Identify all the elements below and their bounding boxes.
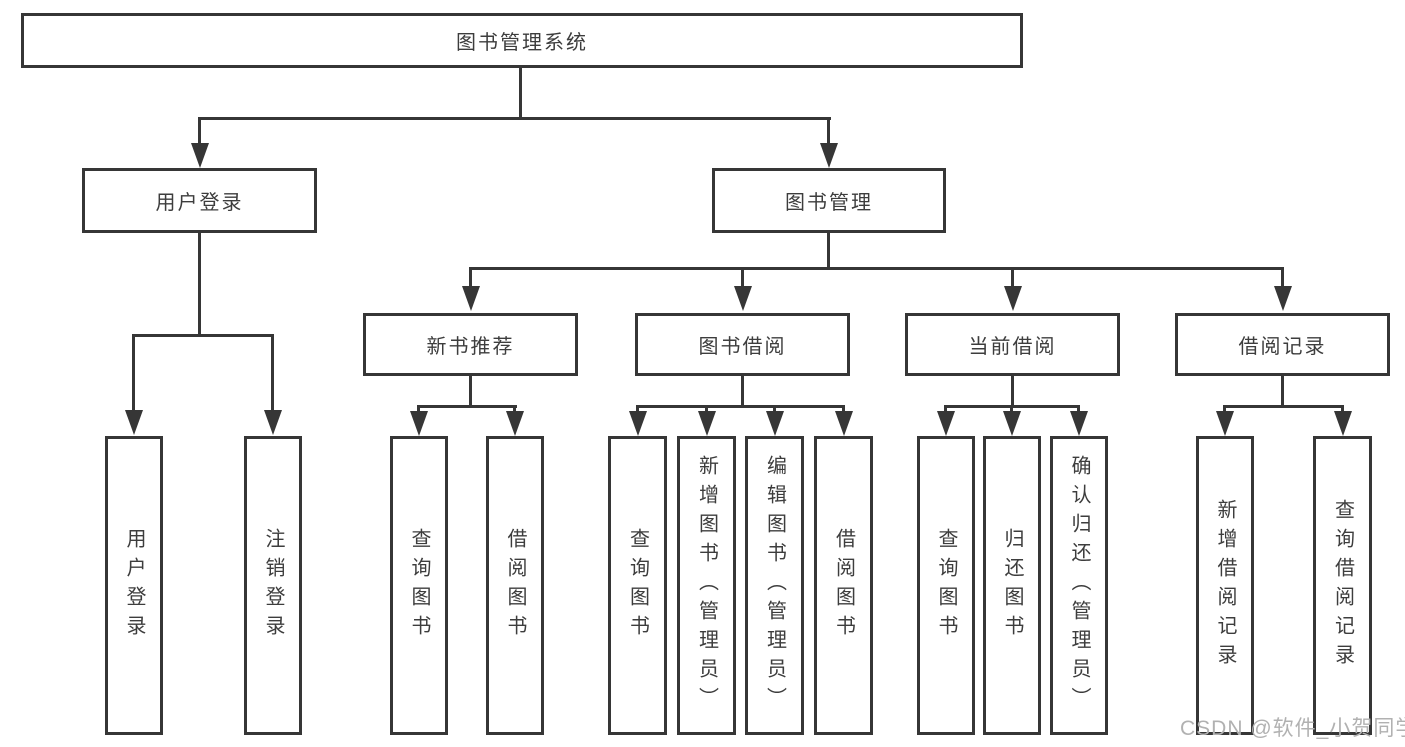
leaf-query-books-borrowing-label: 查询图书 xyxy=(626,527,649,644)
arrowhead-to-leaf-return-book xyxy=(1002,405,1021,436)
leaf-add-borrow-record: 新增借阅记录 xyxy=(1196,436,1254,735)
arrowhead-to-borrowing-records xyxy=(1273,267,1292,311)
leaf-confirm-return-admin: 确认归还（管理员） xyxy=(1050,436,1108,735)
leaf-query-books-recommend: 查询图书 xyxy=(390,436,448,735)
arrowhead-to-user-login xyxy=(190,117,209,168)
node-book-borrowing-label: 图书借阅 xyxy=(698,336,787,358)
leaf-borrow-books-recommend-label: 借阅图书 xyxy=(504,527,526,644)
leaf-return-book-label: 归还图书 xyxy=(1001,527,1023,644)
connector-recommend-stem xyxy=(469,376,472,408)
arrowhead-to-leaf-user-login xyxy=(124,334,143,435)
arrowhead-to-leaf-query-books-borrowing xyxy=(628,405,647,436)
connector-user-login-stem xyxy=(198,233,201,337)
node-book-borrowing: 图书借阅 xyxy=(635,313,850,376)
leaf-edit-book-admin-label: 编辑图书（管理员） xyxy=(763,455,786,716)
leaf-query-borrow-record-label: 查询借阅记录 xyxy=(1331,498,1354,673)
leaf-user-login-label: 用户登录 xyxy=(123,527,145,644)
arrowhead-to-new-book-recommendation xyxy=(461,267,480,311)
connector-root-stem xyxy=(519,68,522,120)
connector-borrowing-stem xyxy=(741,376,744,408)
leaf-edit-book-admin: 编辑图书（管理员） xyxy=(745,436,804,735)
leaf-add-borrow-record-label: 新增借阅记录 xyxy=(1214,498,1236,673)
connector-root-rail xyxy=(198,117,831,120)
arrowhead-to-book-management xyxy=(819,117,838,168)
arrowhead-to-leaf-borrow-books-recommend xyxy=(505,405,524,436)
arrowhead-to-current-borrowing xyxy=(1003,267,1022,311)
connector-borrowing-rail xyxy=(636,405,845,408)
connector-book-management-stem xyxy=(827,233,830,270)
arrowhead-to-leaf-logout xyxy=(263,334,282,435)
arrowhead-to-leaf-edit-book-admin xyxy=(765,405,784,436)
leaf-query-books-recommend-label: 查询图书 xyxy=(408,527,430,644)
node-root-label: 图书管理系统 xyxy=(456,32,588,54)
connector-records-stem xyxy=(1281,376,1284,408)
arrowhead-to-leaf-query-books-current xyxy=(936,405,955,436)
arrowhead-to-leaf-confirm-return-admin xyxy=(1069,405,1088,436)
node-book-management-label: 图书管理 xyxy=(785,192,873,214)
node-new-book-recommendation: 新书推荐 xyxy=(363,313,578,376)
leaf-query-books-current: 查询图书 xyxy=(917,436,975,735)
node-user-login-label: 用户登录 xyxy=(155,192,244,214)
leaf-borrow-books-borrowing-label: 借阅图书 xyxy=(832,527,855,644)
node-borrowing-records: 借阅记录 xyxy=(1175,313,1390,376)
leaf-add-book-admin: 新增图书（管理员） xyxy=(677,436,736,735)
node-user-login: 用户登录 xyxy=(82,168,317,233)
leaf-confirm-return-admin-label: 确认归还（管理员） xyxy=(1068,455,1090,716)
connector-recommend-rail xyxy=(417,405,517,408)
node-borrowing-records-label: 借阅记录 xyxy=(1238,336,1327,358)
arrowhead-to-leaf-borrow-books-borrowing xyxy=(834,405,853,436)
leaf-logout-label: 注销登录 xyxy=(262,527,284,644)
arrowhead-to-book-borrowing xyxy=(733,267,752,311)
leaf-query-books-borrowing: 查询图书 xyxy=(608,436,667,735)
leaf-query-books-current-label: 查询图书 xyxy=(935,527,957,644)
node-book-management: 图书管理 xyxy=(712,168,946,233)
connector-user-login-rail xyxy=(132,334,274,337)
leaf-borrow-books-recommend: 借阅图书 xyxy=(486,436,544,735)
watermark: CSDN @软件_小贺同学 xyxy=(1180,717,1405,740)
leaf-user-login: 用户登录 xyxy=(105,436,163,735)
connector-records-rail xyxy=(1223,405,1344,408)
arrowhead-to-leaf-query-borrow-record xyxy=(1333,405,1352,436)
leaf-query-borrow-record: 查询借阅记录 xyxy=(1313,436,1372,735)
leaf-add-book-admin-label: 新增图书（管理员） xyxy=(695,455,718,716)
arrowhead-to-leaf-query-books-recommend xyxy=(409,405,428,436)
connector-book-management-rail xyxy=(469,267,1284,270)
node-current-borrowing-label: 当前借阅 xyxy=(968,336,1057,358)
node-new-book-recommendation-label: 新书推荐 xyxy=(426,336,515,358)
arrowhead-to-leaf-add-borrow-record xyxy=(1215,405,1234,436)
leaf-borrow-books-borrowing: 借阅图书 xyxy=(814,436,873,735)
arrowhead-to-leaf-add-book-admin xyxy=(697,405,716,436)
leaf-return-book: 归还图书 xyxy=(983,436,1041,735)
connector-current-stem xyxy=(1011,376,1014,408)
leaf-logout: 注销登录 xyxy=(244,436,302,735)
node-root: 图书管理系统 xyxy=(21,13,1023,68)
node-current-borrowing: 当前借阅 xyxy=(905,313,1120,376)
